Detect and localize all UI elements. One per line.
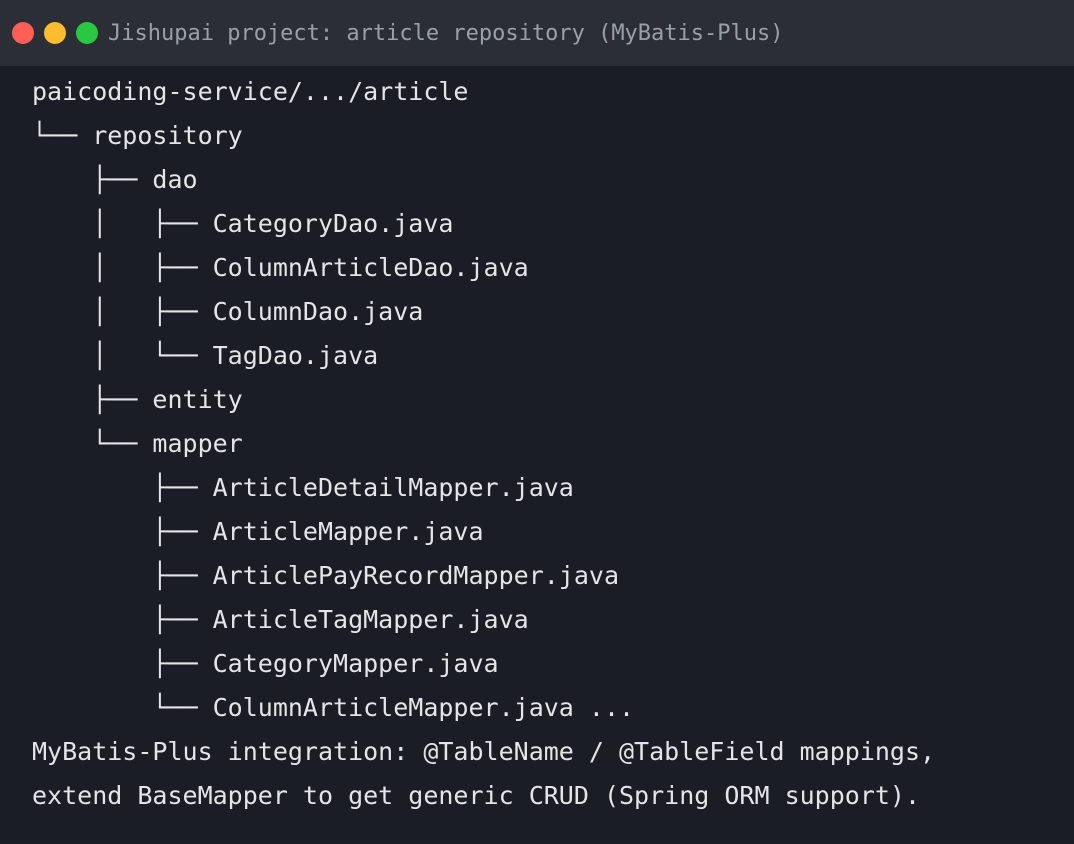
maximize-button[interactable] <box>76 22 98 44</box>
terminal-output: paicoding-service/.../article └── reposi… <box>32 70 1074 818</box>
tree-line-columnarticledao: │ ├── ColumnArticleDao.java <box>32 253 529 282</box>
window-controls <box>12 22 108 44</box>
tree-line-categorydao: │ ├── CategoryDao.java <box>32 209 454 238</box>
tree-line-dao: ├── dao <box>32 165 198 194</box>
tree-line-articlemapper: ├── ArticleMapper.java <box>32 517 484 546</box>
title-bar: Jishupai project: article repository (My… <box>0 0 1074 66</box>
minimize-button[interactable] <box>44 22 66 44</box>
window-title: Jishupai project: article repository (My… <box>108 20 784 46</box>
close-button[interactable] <box>12 22 34 44</box>
tree-line-tagdao: │ └── TagDao.java <box>32 341 379 370</box>
tree-line-categorymapper: ├── CategoryMapper.java <box>32 649 499 678</box>
terminal-note-line-1: MyBatis-Plus integration: @TableName / @… <box>32 737 936 766</box>
tree-line-columnarticlemapper: └── ColumnArticleMapper.java ... <box>32 693 635 722</box>
tree-line-articletagmapper: ├── ArticleTagMapper.java <box>32 605 529 634</box>
tree-line-articledetailmapper: ├── ArticleDetailMapper.java <box>32 473 574 502</box>
tree-line-mapper: └── mapper <box>32 429 243 458</box>
tree-line-articlepayrecordmapper: ├── ArticlePayRecordMapper.java <box>32 561 619 590</box>
terminal-note-line-2: extend BaseMapper to get generic CRUD (S… <box>32 781 921 810</box>
terminal-line-path: paicoding-service/.../article <box>32 77 469 106</box>
tree-line-repository: └── repository <box>32 121 243 150</box>
tree-line-columndao: │ ├── ColumnDao.java <box>32 297 424 326</box>
tree-line-entity: ├── entity <box>32 385 243 414</box>
